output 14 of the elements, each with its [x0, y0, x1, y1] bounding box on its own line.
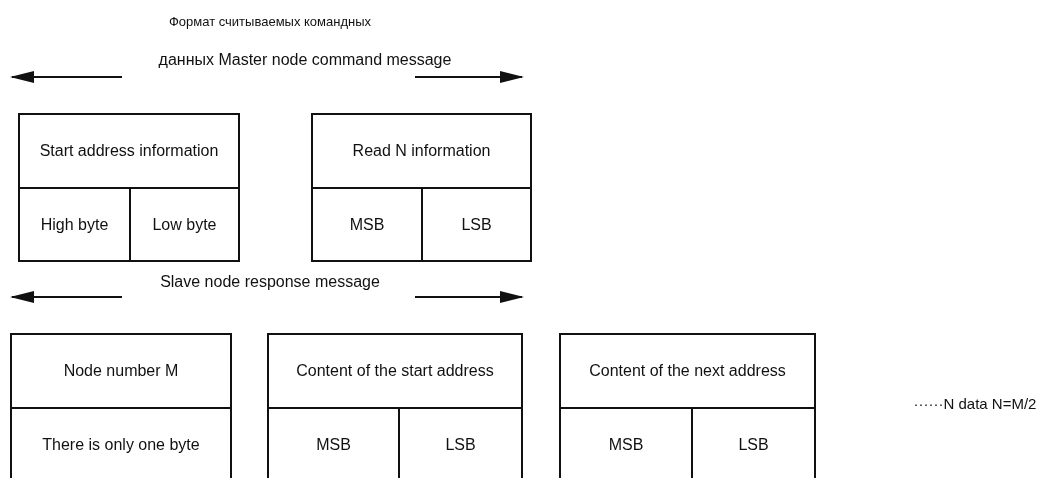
heading-text: Slave node response message [159, 272, 381, 292]
header-cell: Content of the start address [267, 333, 523, 409]
table-cell: There is only one byte [10, 407, 232, 478]
heading-text: Формат считываемых командных [167, 13, 373, 31]
header-cell: Content of the next address [559, 333, 816, 409]
note-text: ······N data N=M/2 [912, 394, 1038, 414]
table-cell: Low byte [129, 187, 240, 262]
table-cell: LSB [421, 187, 532, 262]
heading-text: данных Master node command message [157, 50, 453, 70]
table-cell: MSB [311, 187, 423, 262]
header-cell: Read N information [311, 113, 532, 189]
header-cell: Node number M [10, 333, 232, 409]
header-cell: Start address information [18, 113, 240, 189]
table-cell: High byte [18, 187, 131, 262]
